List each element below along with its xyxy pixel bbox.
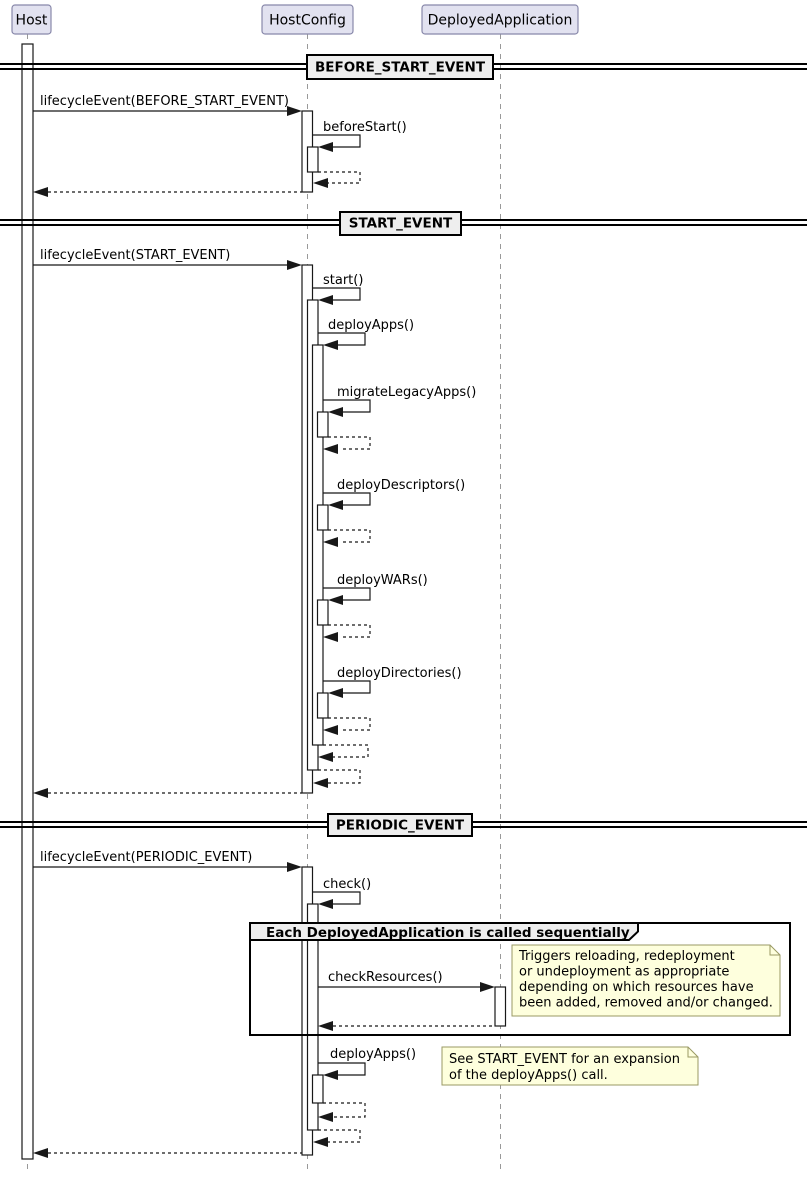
return-deployapps — [323, 744, 369, 758]
message-label: migrateLegacyApps() — [337, 385, 476, 400]
arrowhead — [323, 632, 338, 642]
arrowhead — [318, 1021, 333, 1031]
note-fold-corner — [769, 945, 780, 956]
arrowhead — [313, 1137, 328, 1147]
arrowhead — [323, 444, 338, 454]
return-beforestart — [318, 171, 361, 184]
message-label: beforeStart() — [323, 120, 407, 135]
participant-label: HostConfig — [269, 13, 346, 29]
return-deployapps-periodic — [323, 1102, 366, 1118]
arrowhead — [318, 752, 333, 762]
selfcall-deployapps — [318, 332, 366, 346]
note-fold-corner — [687, 1047, 698, 1058]
note-deployapps — [441, 1046, 699, 1086]
arrowhead — [318, 899, 333, 909]
hostconfig-activation-deployapps-periodic — [311, 1074, 324, 1104]
arrowhead — [323, 537, 338, 547]
arrowhead — [318, 295, 333, 305]
return-start — [318, 769, 361, 784]
participant-deployedapplication — [421, 4, 579, 35]
return-deploydirectories — [328, 717, 371, 731]
hostconfig-activation-deploydescriptors — [316, 504, 329, 531]
arrowhead — [318, 1112, 333, 1122]
divider-before-start-event — [306, 54, 494, 80]
message-label: deployDescriptors() — [337, 478, 465, 493]
divider-label: PERIODIC_EVENT — [336, 818, 465, 834]
deployedapplication-activation — [494, 986, 507, 1027]
note-checkresources — [511, 944, 781, 1017]
arrowhead — [33, 1148, 48, 1158]
note-line: or undeployment as appropriate — [519, 965, 729, 980]
arrowhead — [33, 187, 48, 197]
message-label: deployApps() — [328, 318, 414, 333]
message-label: checkResources() — [328, 970, 443, 985]
selfcall-deploydescriptors — [323, 492, 371, 506]
note-line: See START_EVENT for an expansion — [449, 1052, 680, 1067]
arrowhead — [323, 725, 338, 735]
message-label: deployWARs() — [337, 573, 428, 588]
host-activation — [21, 43, 34, 1160]
arrowhead — [328, 407, 343, 417]
note-line: of the deployApps() call. — [449, 1068, 608, 1083]
divider-start-event — [339, 211, 462, 236]
message-label: lifecycleEvent(START_EVENT) — [40, 248, 230, 263]
message-label: lifecycleEvent(BEFORE_START_EVENT) — [40, 94, 289, 109]
hostconfig-activation-check — [306, 903, 319, 1131]
return-deploydescriptors — [328, 529, 371, 543]
participant-host — [11, 4, 52, 35]
arrowhead — [328, 688, 343, 698]
selfcall-beforestart — [313, 134, 361, 148]
return-check — [318, 1129, 361, 1143]
arrowhead — [323, 1070, 338, 1080]
participant-label: Host — [16, 13, 48, 29]
return-migratelegacyapps — [328, 436, 371, 450]
divider-label: BEFORE_START_EVENT — [315, 60, 486, 76]
message-label: deployDirectories() — [337, 666, 462, 681]
selfcall-deploydirectories — [323, 680, 371, 694]
group-frame-title: Each DeployedApplication is called seque… — [266, 925, 630, 941]
participant-hostconfig — [261, 4, 354, 35]
participant-label: DeployedApplication — [428, 13, 573, 29]
selfcall-check — [313, 891, 361, 905]
hostconfig-activation-deploydirectories — [316, 692, 329, 719]
message-label: start() — [323, 273, 363, 288]
hostconfig-activation-beforestart — [306, 146, 319, 173]
selfcall-migratelegacyapps — [323, 399, 371, 413]
selfcall-deployapps-periodic — [318, 1062, 366, 1076]
return-deploywars — [328, 624, 371, 638]
divider-label: START_EVENT — [349, 216, 453, 232]
hostconfig-activation-migratelegacyapps — [316, 411, 329, 438]
arrowhead — [287, 106, 302, 116]
group-frame-header — [249, 922, 639, 941]
hostconfig-activation-deployapps — [311, 344, 324, 746]
arrowhead — [480, 982, 495, 992]
arrowhead — [287, 260, 302, 270]
selfcall-start — [313, 287, 361, 301]
arrowhead — [318, 142, 333, 152]
arrowhead — [33, 788, 48, 798]
note-line: Triggers reloading, redeployment — [518, 949, 735, 964]
message-label: deployApps() — [330, 1047, 416, 1062]
arrowhead — [313, 178, 328, 188]
note-line: depending on which resources have — [519, 980, 754, 995]
message-label: lifecycleEvent(PERIODIC_EVENT) — [40, 850, 252, 865]
arrowhead — [323, 340, 338, 350]
message-label: check() — [323, 877, 371, 892]
note-line: been added, removed and/or changed. — [519, 996, 773, 1011]
arrowhead — [287, 862, 302, 872]
arrowhead — [313, 778, 328, 788]
divider-periodic-event — [327, 813, 473, 837]
hostconfig-activation-deploywars — [316, 599, 329, 626]
arrowhead — [328, 595, 343, 605]
selfcall-deploywars — [323, 587, 371, 601]
arrowhead — [328, 500, 343, 510]
